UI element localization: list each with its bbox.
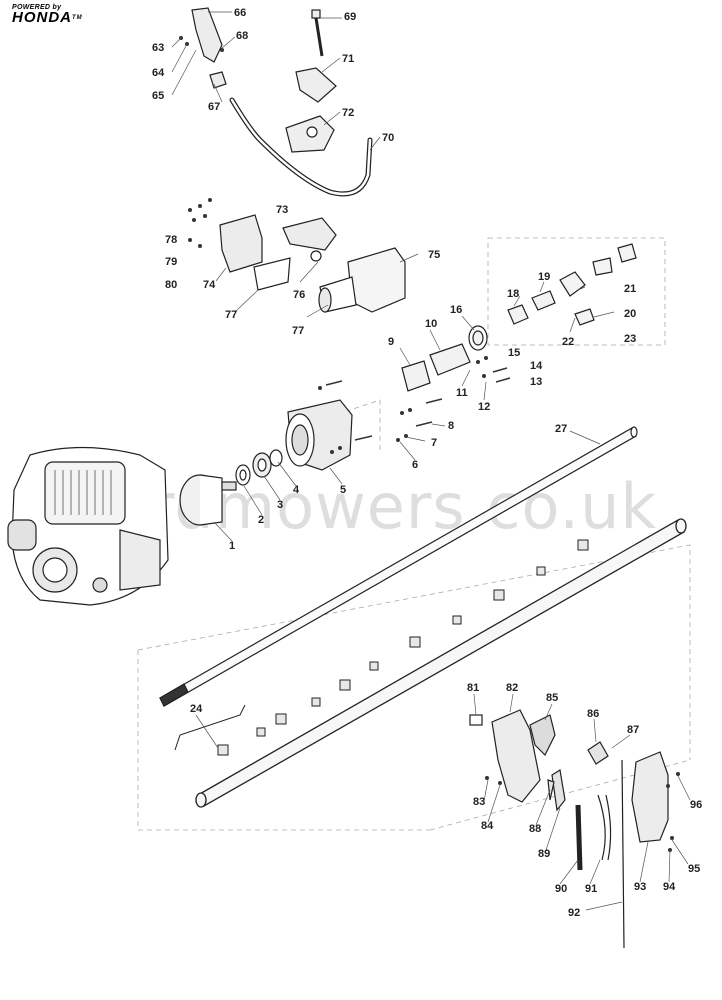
throttle-housing xyxy=(469,709,556,803)
bolts-group xyxy=(325,367,511,441)
callout-86: 86 xyxy=(587,708,599,720)
callout-78: 78 xyxy=(165,234,177,246)
callout-2: 2 xyxy=(258,514,264,526)
callout-82: 82 xyxy=(506,682,518,694)
drive-shaft xyxy=(159,426,638,707)
callout-88: 88 xyxy=(529,823,541,835)
callout-9: 9 xyxy=(388,336,394,348)
callout-15: 15 xyxy=(508,347,520,359)
grip-handle xyxy=(191,7,227,89)
clutch-drum xyxy=(179,474,237,526)
callout-8: 8 xyxy=(448,420,454,432)
callout-66: 66 xyxy=(234,7,246,19)
brand-name: HONDA xyxy=(12,9,72,26)
callout-14: 14 xyxy=(530,360,543,372)
callout-77a: 77 xyxy=(225,309,237,321)
powered-by-text: POWERED by xyxy=(12,4,62,11)
nuts-washers-group xyxy=(318,356,488,454)
clutch-housing xyxy=(285,399,353,471)
callout-84: 84 xyxy=(481,820,494,832)
callout-63: 63 xyxy=(152,42,164,54)
handlebar-inner xyxy=(230,98,372,196)
callout-72: 72 xyxy=(342,107,354,119)
callout-90: 90 xyxy=(555,883,567,895)
callout-85: 85 xyxy=(546,692,558,704)
callout-67: 67 xyxy=(208,101,220,113)
callout-16: 16 xyxy=(450,304,462,316)
cable-parts xyxy=(575,759,625,949)
outer-tube xyxy=(195,518,687,808)
callout-labels: 63 64 65 66 67 68 69 70 71 72 73 74 75 7… xyxy=(152,7,702,919)
callout-4: 4 xyxy=(293,484,300,496)
callout-64: 64 xyxy=(152,67,165,79)
callout-10: 10 xyxy=(425,318,437,330)
callout-74: 74 xyxy=(203,279,216,291)
callout-3: 3 xyxy=(277,499,283,511)
callout-79: 79 xyxy=(165,256,177,268)
callout-19: 19 xyxy=(538,271,550,283)
washers xyxy=(235,449,283,486)
callout-7: 7 xyxy=(431,437,437,449)
callout-73: 73 xyxy=(276,204,288,216)
callout-12: 12 xyxy=(478,401,490,413)
callout-27: 27 xyxy=(555,423,567,435)
callout-68: 68 xyxy=(236,30,248,42)
liner-indicator xyxy=(174,704,246,751)
callout-91: 91 xyxy=(585,883,597,895)
support-bracket-parts xyxy=(507,243,637,326)
callout-83: 83 xyxy=(473,796,485,808)
assembly-boundaries xyxy=(137,237,691,831)
clamp-screws xyxy=(188,198,212,248)
clamp-body xyxy=(318,247,406,313)
callout-92: 92 xyxy=(568,907,580,919)
callout-89: 89 xyxy=(538,848,550,860)
callout-21: 21 xyxy=(624,283,636,295)
rear-grip xyxy=(631,751,669,843)
callout-11: 11 xyxy=(456,387,468,399)
callout-23: 23 xyxy=(624,333,636,345)
callout-87: 87 xyxy=(627,724,639,736)
callout-5: 5 xyxy=(340,484,346,496)
callout-22: 22 xyxy=(562,336,574,348)
leader-lines xyxy=(171,11,691,911)
callout-69: 69 xyxy=(344,11,356,23)
callout-6: 6 xyxy=(412,459,418,471)
callout-80: 80 xyxy=(165,279,177,291)
handle-clamp xyxy=(219,214,337,291)
callout-95: 95 xyxy=(688,863,700,875)
callout-75: 75 xyxy=(428,249,440,261)
shaft-sleeves xyxy=(401,325,488,392)
knob-bolt xyxy=(285,9,337,153)
callout-70: 70 xyxy=(382,132,394,144)
shaft-bushings xyxy=(217,539,589,756)
trademark-mark: TM xyxy=(72,15,83,21)
engine-illustration xyxy=(7,446,169,606)
callout-96: 96 xyxy=(690,799,702,811)
callout-18: 18 xyxy=(507,288,519,300)
callout-1: 1 xyxy=(229,540,235,552)
throttle-trigger xyxy=(547,741,609,812)
callout-13: 13 xyxy=(530,376,542,388)
callout-77b: 77 xyxy=(292,325,304,337)
honda-logo: POWERED by HONDATM xyxy=(12,4,83,25)
callout-71: 71 xyxy=(342,53,354,65)
grip-fasteners xyxy=(485,772,680,852)
callout-24: 24 xyxy=(190,703,203,715)
callout-76: 76 xyxy=(293,289,305,301)
callout-65: 65 xyxy=(152,90,164,102)
callout-93: 93 xyxy=(634,881,646,893)
callout-20: 20 xyxy=(624,308,636,320)
callout-81: 81 xyxy=(467,682,479,694)
callout-94: 94 xyxy=(663,881,676,893)
